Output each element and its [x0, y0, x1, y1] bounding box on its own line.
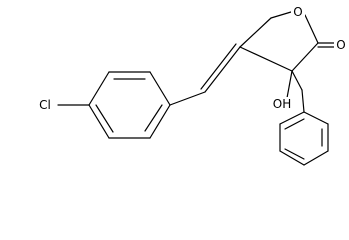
bond-c4-oh — [286, 70, 293, 99]
bond-ph1 — [303, 111, 329, 125]
chlorophenyl-ring — [57, 71, 171, 139]
bond-ar3 — [88, 71, 110, 106]
bond-ch2-phenyl — [301, 89, 305, 113]
bond-c5-o1 — [304, 14, 319, 44]
bond-ar1 — [149, 71, 171, 106]
bond-c3-ch-1 — [204, 46, 241, 93]
phenyl-ring — [279, 111, 329, 166]
bond-ph6 — [279, 111, 305, 125]
bond-ar4 — [88, 104, 110, 139]
bond-ph3 — [303, 150, 329, 166]
structure-diagram: O O OH Cl — [34, 5, 348, 166]
bond-ch-aryl — [169, 91, 206, 106]
atom-labels: O O OH Cl — [34, 5, 348, 112]
bond-c3-c4 — [239, 46, 293, 72]
bond-c2-c3 — [239, 17, 272, 48]
bond-ph4 — [279, 150, 305, 166]
chlorine-label: Cl — [39, 98, 51, 112]
bond-ph-inner3 — [284, 148, 305, 160]
bond-ar-inner3 — [144, 104, 163, 132]
bond-ar-inner2 — [95, 104, 114, 133]
carbonyl-oxygen-label: O — [336, 38, 345, 52]
bond-ar6 — [149, 104, 171, 139]
bond-o1-c2 — [270, 11, 292, 19]
bond-c4-ch2 — [291, 70, 303, 91]
bonds — [169, 11, 335, 113]
ring-oxygen-label: O — [293, 5, 302, 19]
bond-c3-ch-2 — [200, 43, 237, 90]
bond-c4-c5 — [291, 42, 319, 72]
hydroxyl-label: OH — [273, 97, 291, 111]
bond-ph-inner2 — [284, 118, 305, 130]
